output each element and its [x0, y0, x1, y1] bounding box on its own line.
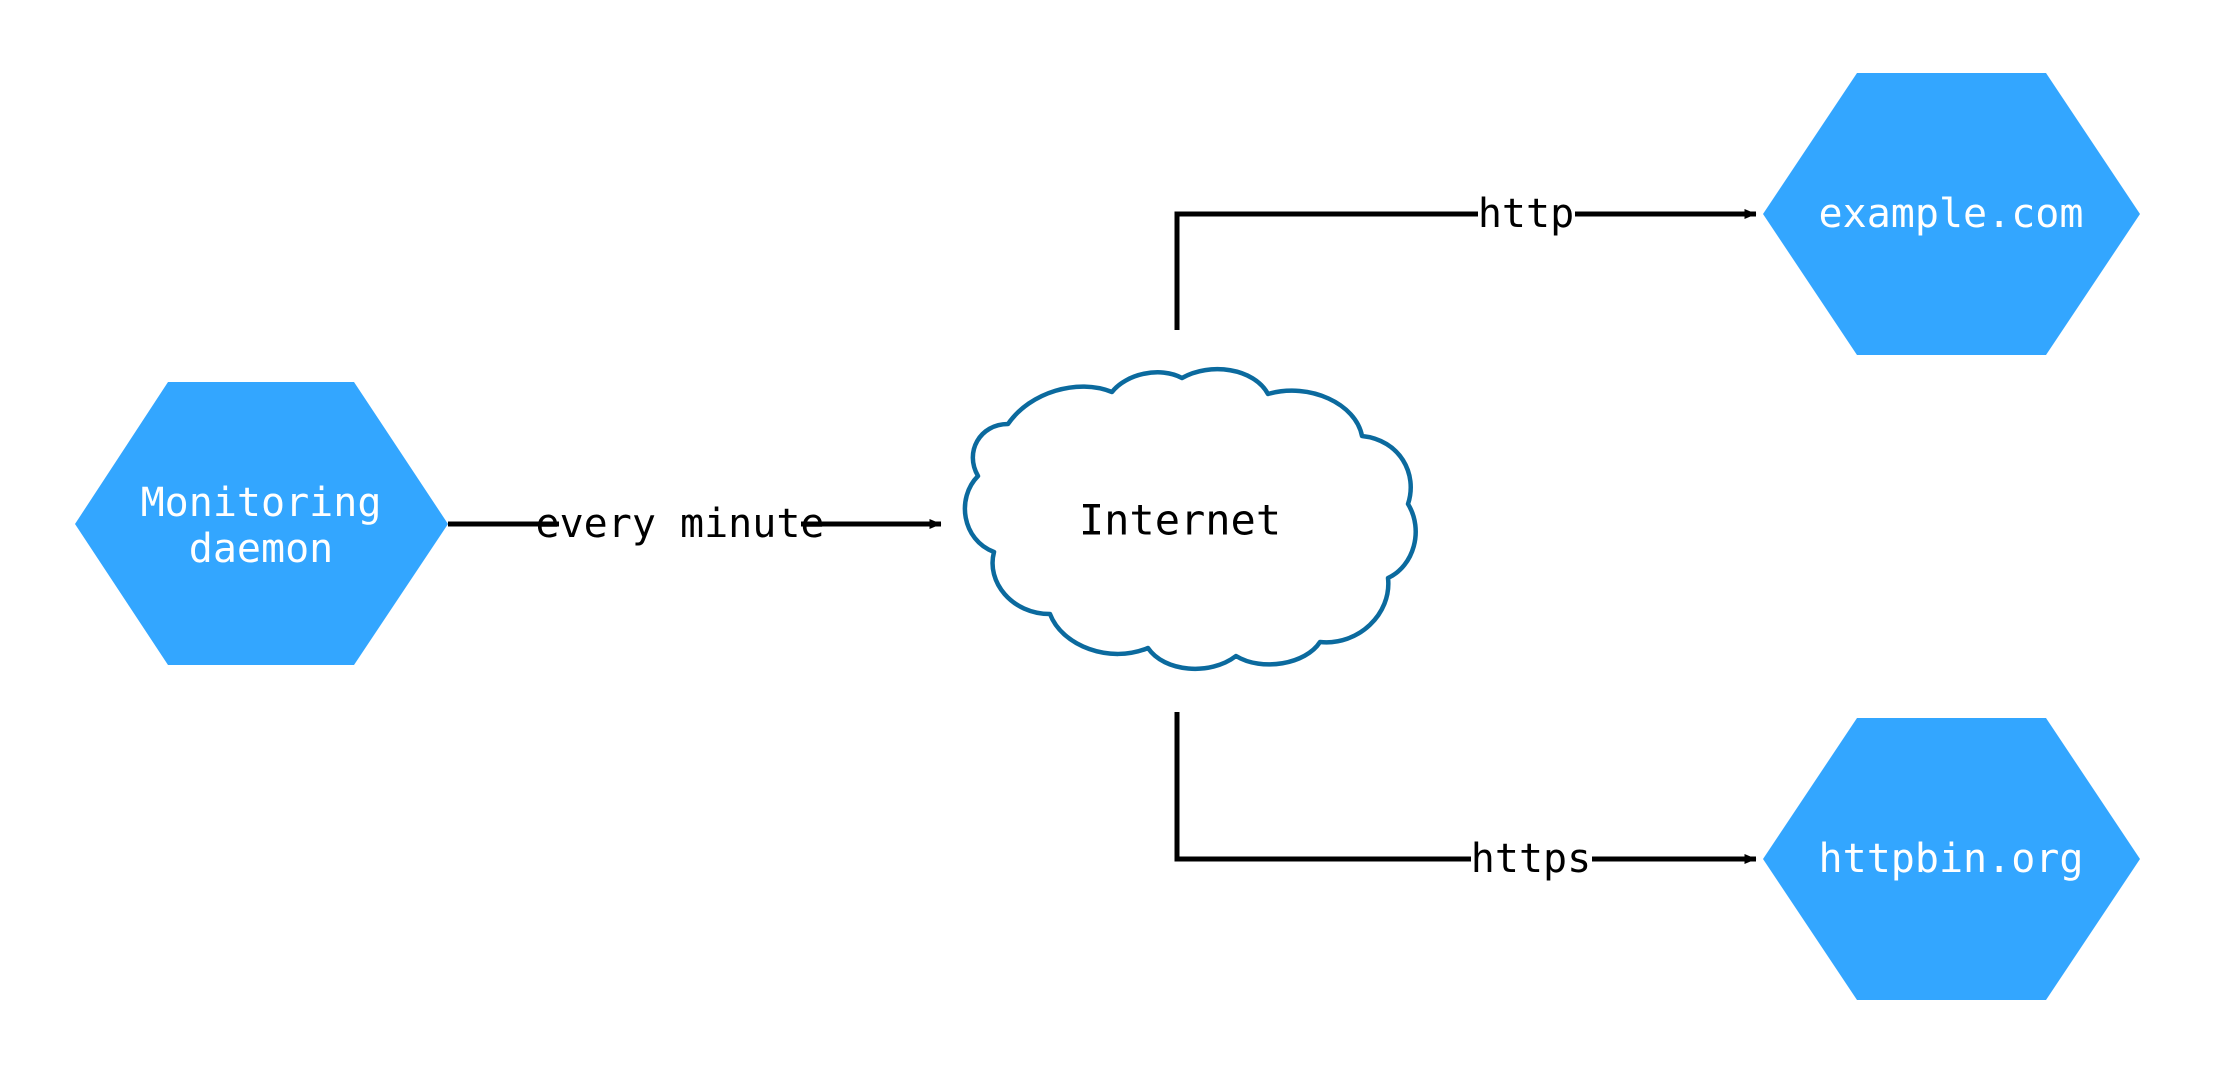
cloud-shape-internet — [962, 366, 1418, 672]
node-httpbin-org[interactable]: httpbin.org — [1763, 718, 2140, 1000]
nodes-layer: Monitoring daemon Internet example.com h… — [75, 73, 2140, 1000]
edge-label-https: https — [1471, 836, 1591, 882]
node-label-example-com: example.com — [1819, 191, 2084, 237]
node-monitoring-daemon[interactable]: Monitoring daemon — [75, 382, 448, 665]
edge-label-backdrop-http — [1478, 186, 1575, 242]
hexagon-shape-example-com — [1763, 73, 2140, 355]
hexagon-shape-httpbin-org — [1763, 718, 2140, 1000]
node-label-internet: Internet — [1079, 496, 1281, 545]
edge-label-backdrop-every-minute — [559, 496, 801, 552]
node-label-httpbin-org: httpbin.org — [1819, 836, 2084, 882]
edge-daemon-to-internet[interactable]: every minute — [448, 496, 942, 552]
edges-layer: every minute http https — [448, 186, 1757, 887]
node-example-com[interactable]: example.com — [1763, 73, 2140, 355]
hexagon-shape-monitoring-daemon — [75, 382, 448, 665]
node-internet[interactable]: Internet — [962, 366, 1418, 672]
node-label-monitoring-daemon-line1: Monitoring — [141, 480, 382, 526]
edge-line-http — [1174, 209, 1757, 330]
node-label-monitoring-daemon-line2: daemon — [189, 526, 334, 572]
edge-label-backdrop-https — [1471, 831, 1592, 887]
edge-line-https — [1174, 712, 1757, 864]
edge-label-every-minute: every minute — [536, 501, 825, 547]
edge-internet-to-example[interactable]: http — [1174, 186, 1757, 330]
edge-label-http: http — [1478, 191, 1574, 237]
edge-internet-to-httpbin[interactable]: https — [1174, 712, 1757, 887]
